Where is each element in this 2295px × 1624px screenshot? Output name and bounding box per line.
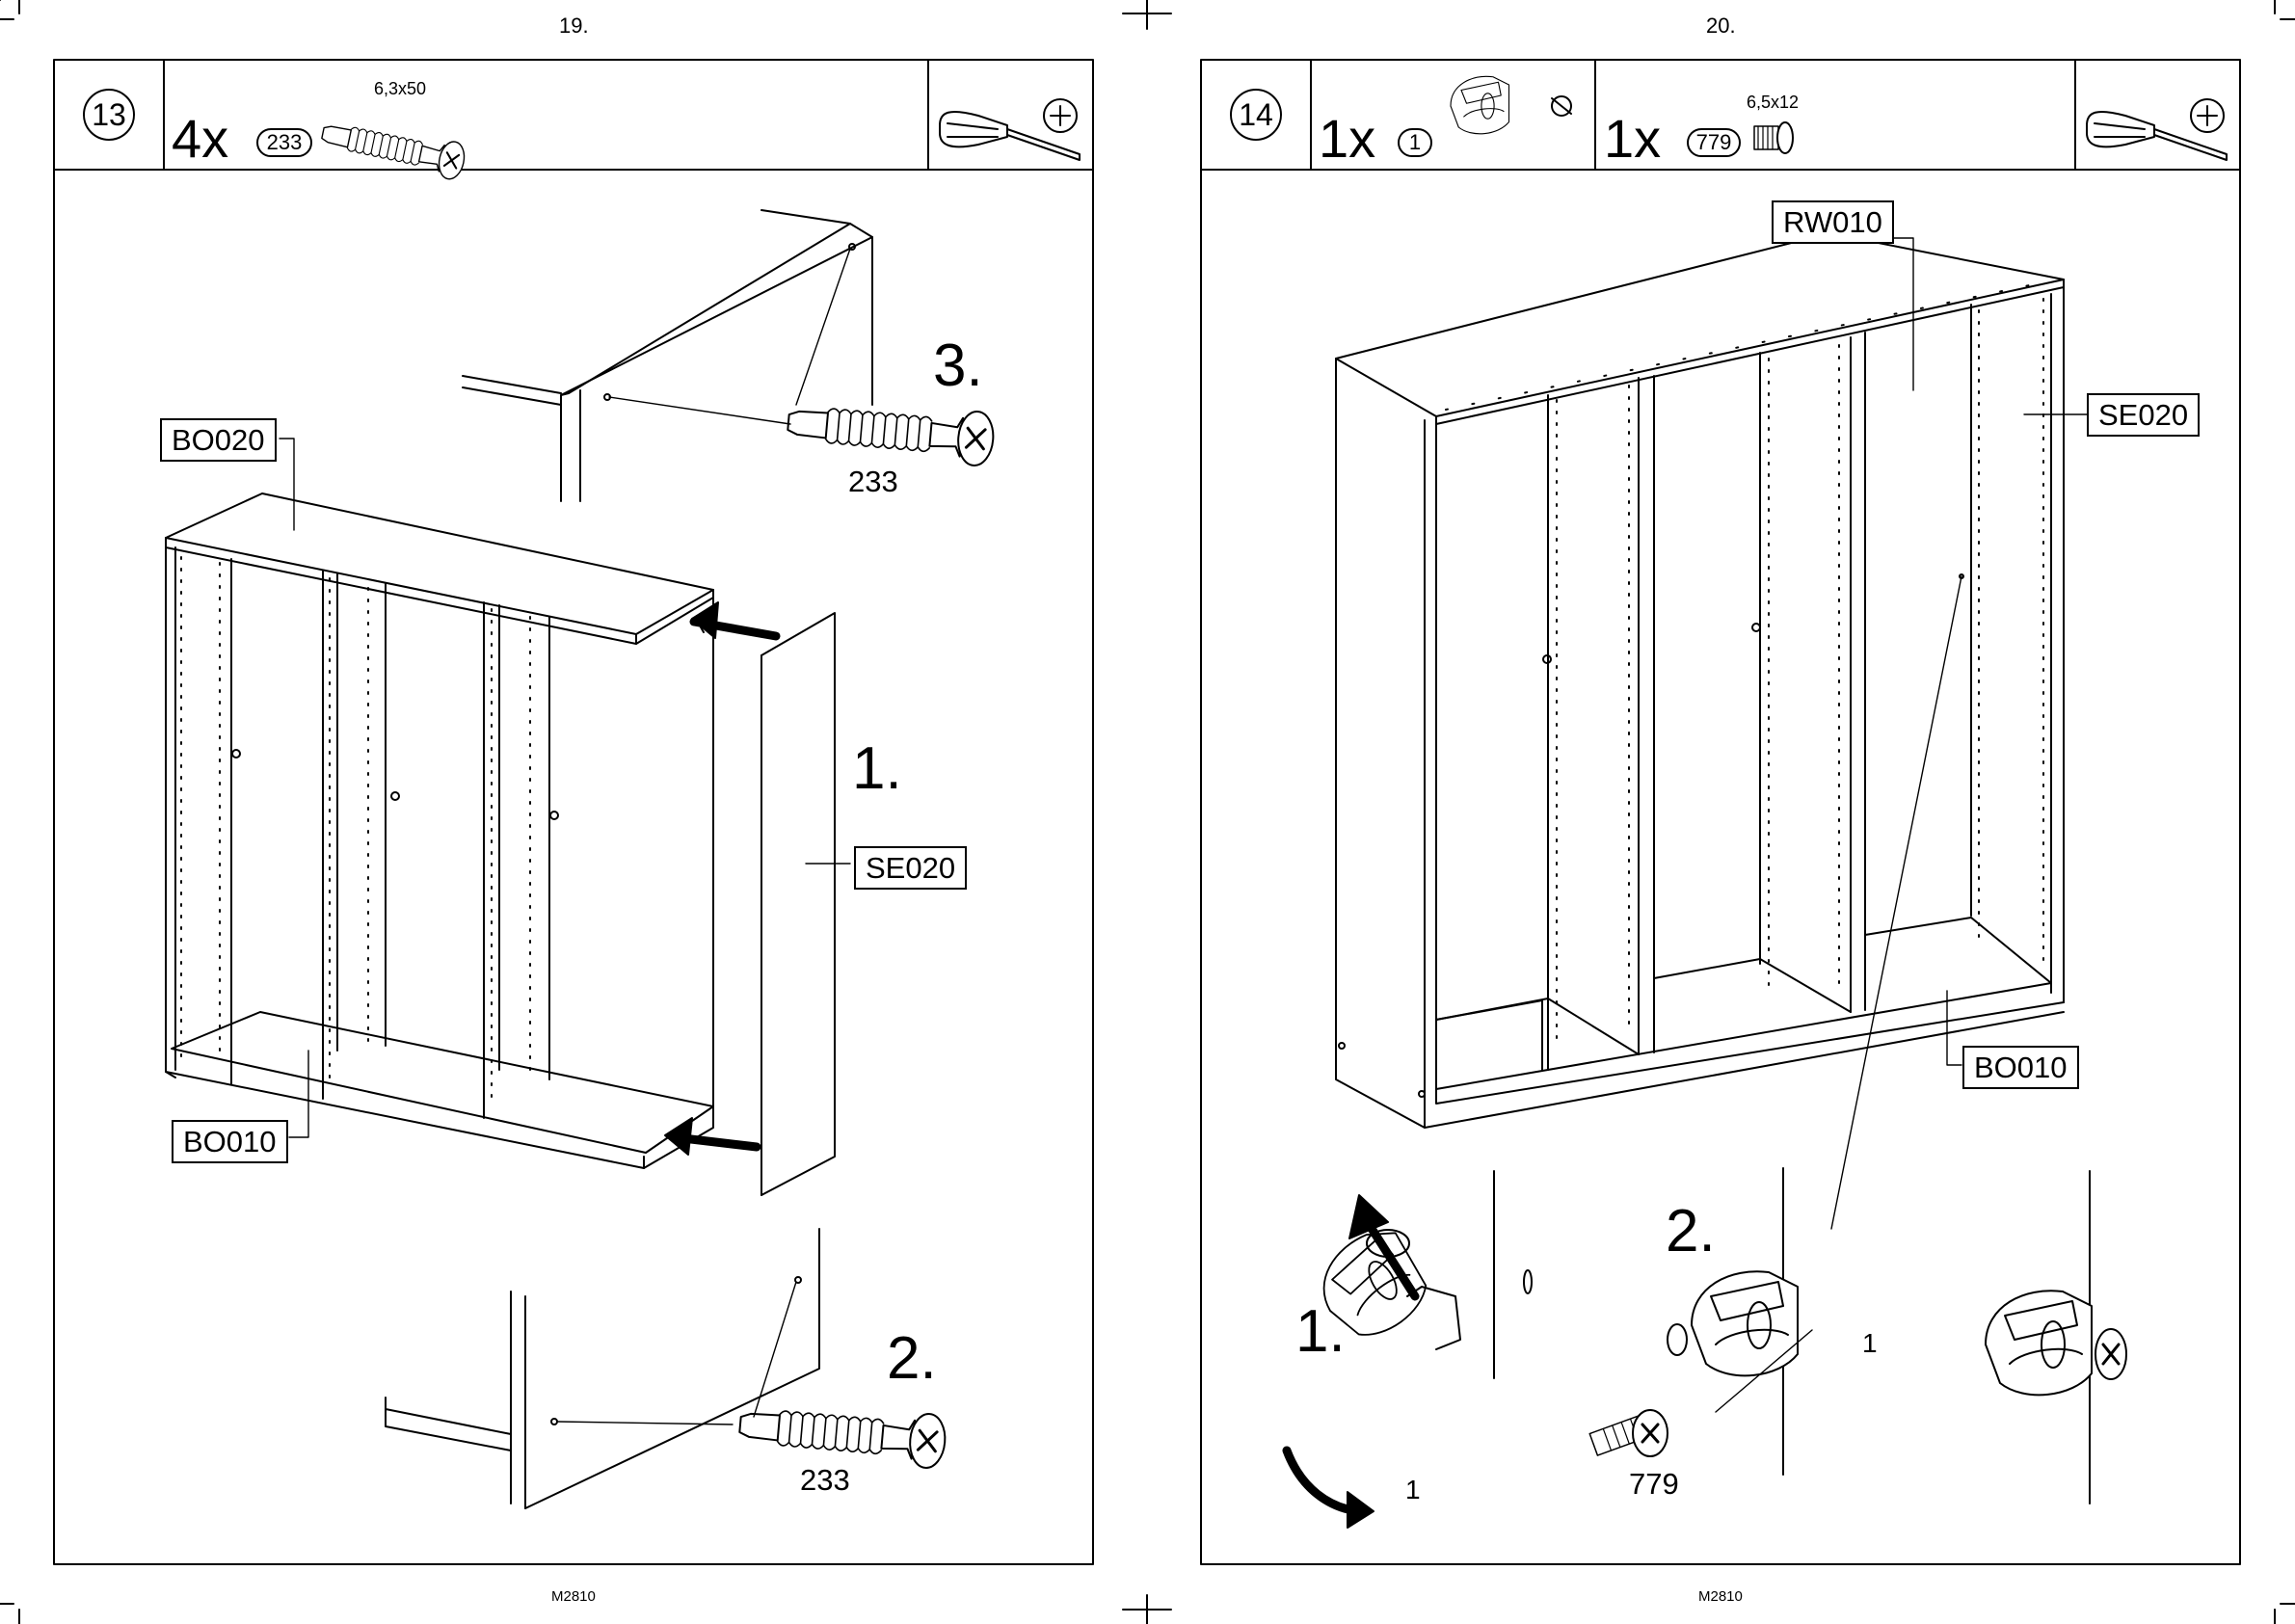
part-label-top: BO020 <box>160 418 277 462</box>
part-id-badge-screw: 779 <box>1687 128 1741 157</box>
document-code: M2810 <box>1698 1588 1743 1605</box>
part-label-side: SE020 <box>854 846 967 890</box>
callout-step-3: 3. <box>933 332 983 400</box>
part-label-back: RW010 <box>1772 200 1894 244</box>
document-code: M2810 <box>551 1588 596 1605</box>
part-quantity: 4x <box>172 112 228 166</box>
part-label-bottom: BO010 <box>172 1120 288 1163</box>
part-id-badge-bracket: 1 <box>1398 128 1432 157</box>
part-quantity-bracket: 1x <box>1319 112 1375 166</box>
screw-spec: 6,5x12 <box>1747 93 1799 113</box>
screw-label-upper: 233 <box>848 465 898 499</box>
part-label-bottom: BO010 <box>1962 1046 2079 1089</box>
callout-step-1: 1. <box>852 734 902 803</box>
detail-label-screw: 779 <box>1629 1467 1679 1502</box>
detail-label-bracket: 1 <box>1405 1475 1421 1505</box>
part-quantity-screw: 1x <box>1604 112 1661 166</box>
callout-step-1: 1. <box>1295 1297 1346 1366</box>
step-number: 14 <box>1230 89 1282 141</box>
part-id-badge: 233 <box>256 128 312 157</box>
screw-label-lower: 233 <box>800 1463 850 1498</box>
page-number: 20. <box>1706 13 1736 39</box>
page-number: 19. <box>559 13 589 39</box>
step-number: 13 <box>83 89 135 141</box>
screw-spec: 6,3x50 <box>374 79 426 99</box>
callout-step-2: 2. <box>1666 1197 1716 1265</box>
screw-header-icon <box>319 115 467 181</box>
callout-step-2: 2. <box>887 1324 937 1393</box>
detail-label-bracket: 1 <box>1862 1328 1878 1359</box>
part-label-side: SE020 <box>2087 393 2200 437</box>
